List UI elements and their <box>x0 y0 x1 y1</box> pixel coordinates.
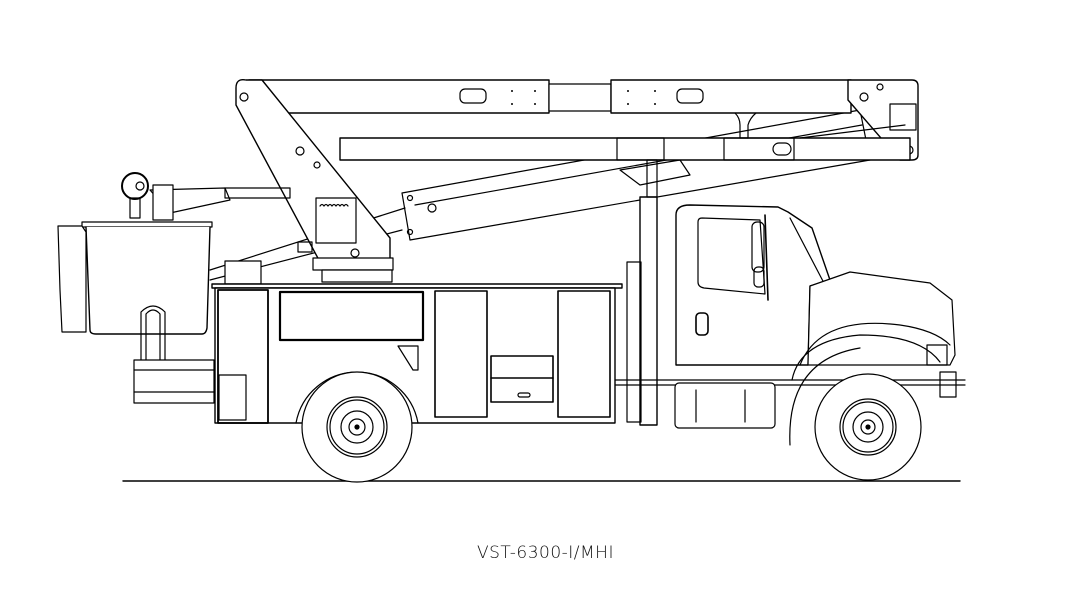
inner-boom <box>340 113 910 160</box>
front-wheel <box>815 374 921 480</box>
bucket-jib-winch <box>122 173 290 220</box>
turntable-pedestal <box>298 242 393 282</box>
upper-boom <box>249 80 851 113</box>
cab <box>676 205 830 365</box>
rear-wheel <box>296 372 418 482</box>
fuel-tank <box>675 383 775 428</box>
bucket <box>58 222 212 385</box>
hood <box>790 272 956 445</box>
drawing-caption: VST-6300-I/MHI <box>477 543 614 563</box>
utility-body <box>212 284 622 423</box>
boom-rest-post <box>627 160 657 425</box>
